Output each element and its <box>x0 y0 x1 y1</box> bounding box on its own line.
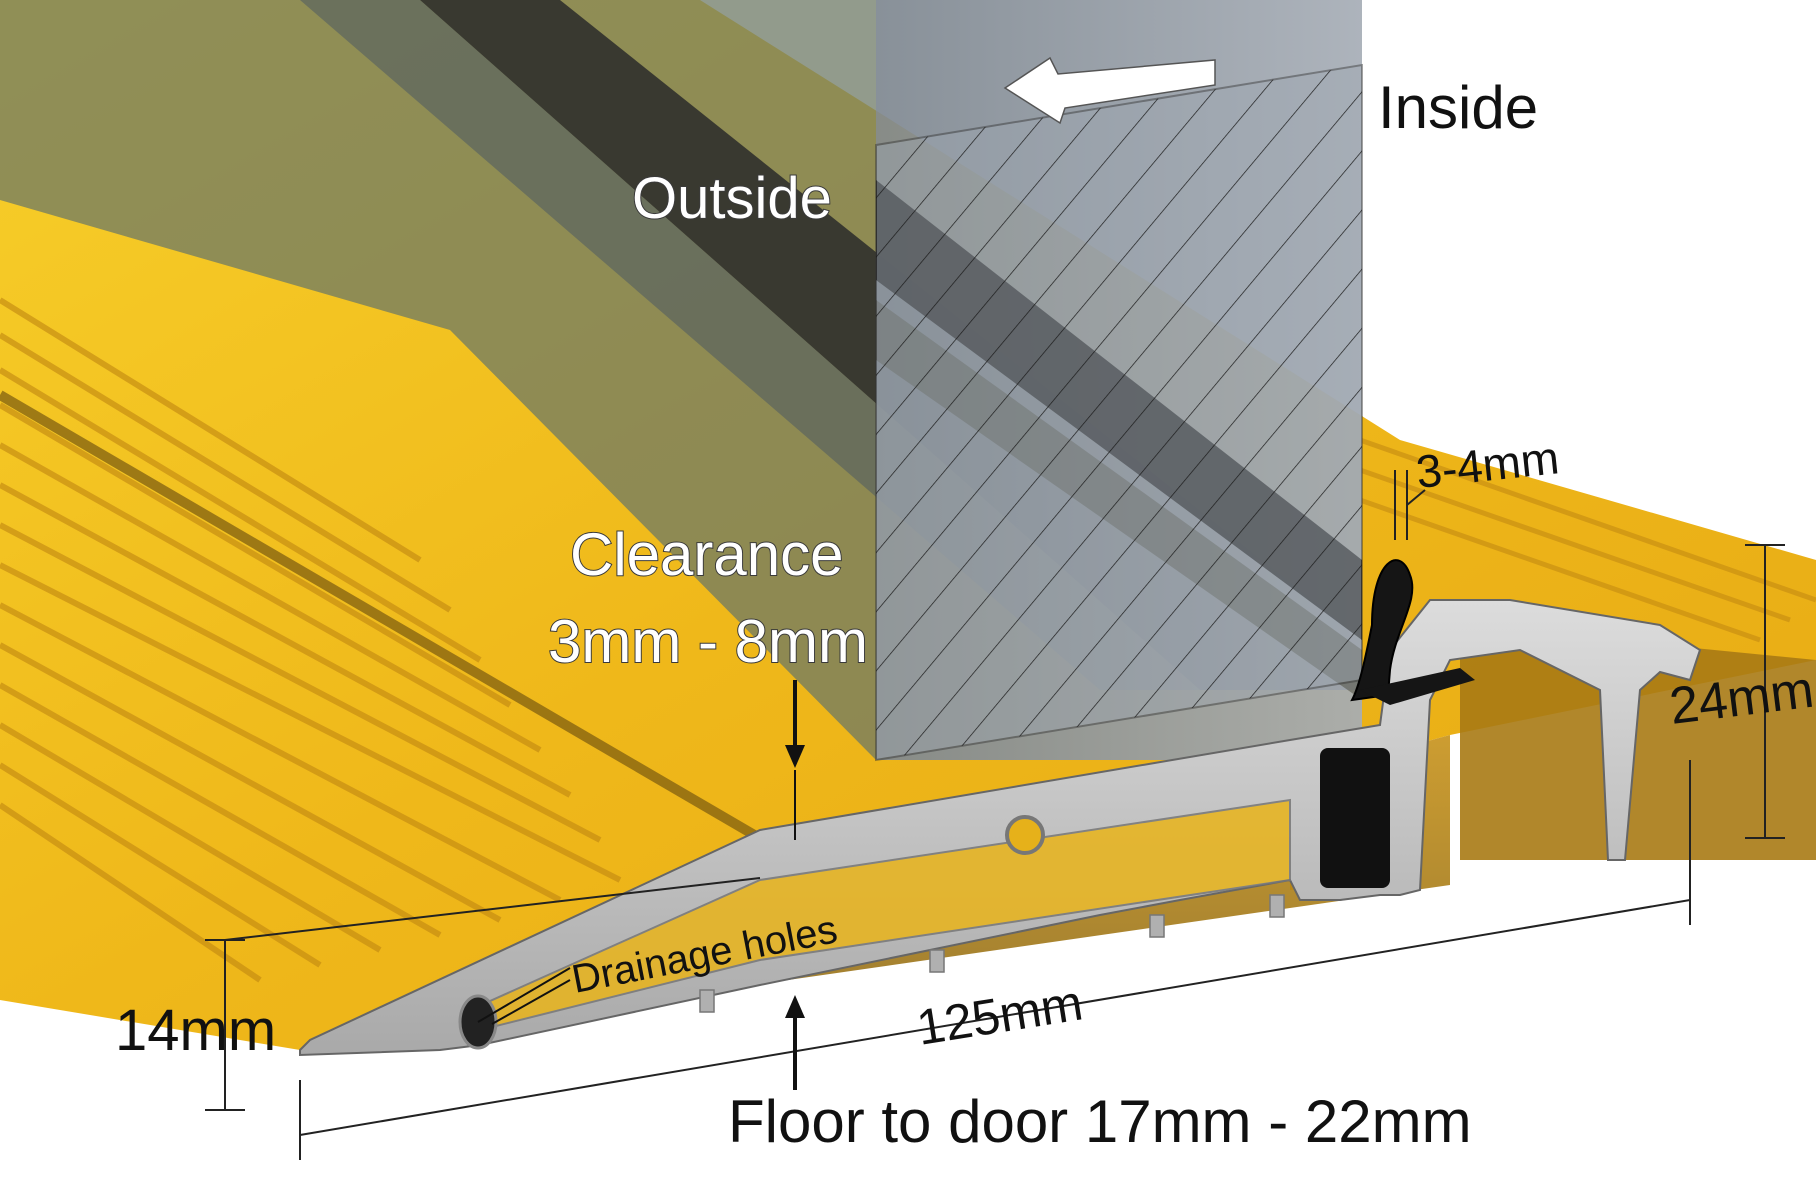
threshold-profile-section <box>299 559 1816 1057</box>
width-dimension-label: 125mm <box>913 974 1086 1055</box>
inside-label: Inside <box>1378 74 1538 141</box>
clearance-arrow-icon <box>785 680 805 840</box>
outside-label: Outside <box>632 166 832 231</box>
drainage-leader <box>477 967 571 1025</box>
floor-arrow-icon <box>785 995 805 1090</box>
glass-panel <box>875 63 1363 762</box>
clearance-label: Clearance <box>570 521 844 588</box>
height-left-label: 14mm <box>115 998 276 1063</box>
clearance-range-label: 3mm - 8mm <box>548 608 868 675</box>
floor-to-door-label: Floor to door 17mm - 22mm <box>728 1088 1472 1155</box>
direction-arrow-icon <box>1003 56 1216 125</box>
dimension-lines <box>205 470 1785 1160</box>
